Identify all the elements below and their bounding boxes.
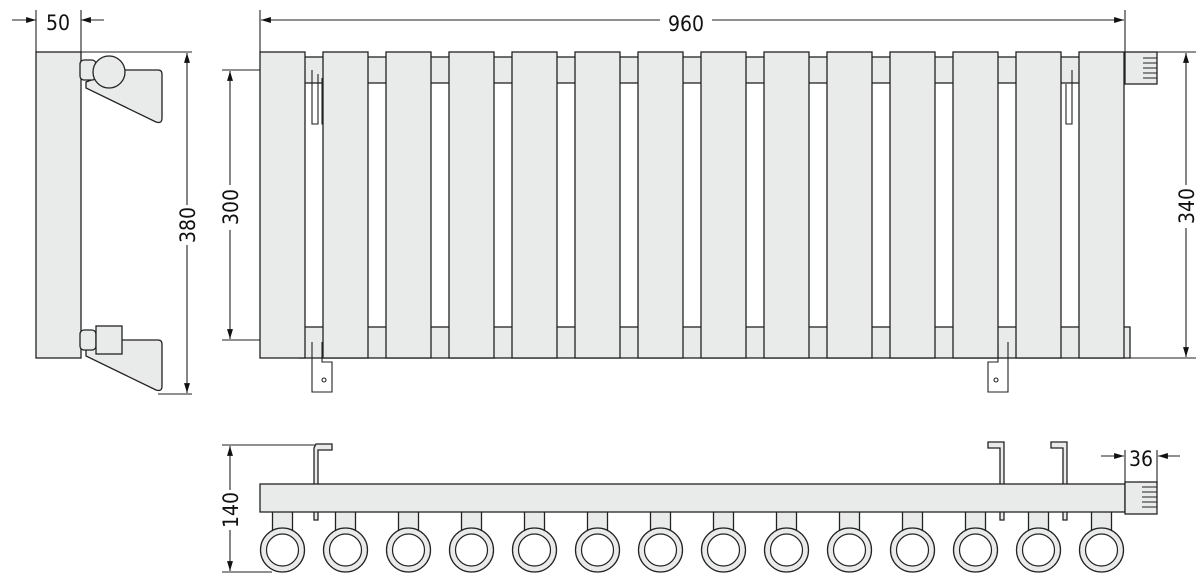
side-view: 50 380 (12, 10, 200, 395)
top-bracket (79, 55, 163, 124)
valve-front (1124, 51, 1158, 85)
connection-ring (259, 509, 306, 573)
connection-ring (700, 509, 747, 573)
radiator-panel (322, 51, 369, 359)
dim-axis-distance: 300 (219, 189, 243, 225)
connection-ring (1015, 509, 1062, 573)
radiator-panel (763, 51, 810, 359)
dim-side-depth: 50 (46, 11, 70, 35)
dim-side-height: 380 (176, 207, 200, 243)
dim-total-width: 960 (668, 12, 704, 36)
connection-ring (637, 509, 684, 573)
radiator-panel (826, 51, 873, 359)
connection-ring (322, 509, 369, 573)
connection-ring (826, 509, 873, 573)
connection-ring (574, 509, 621, 573)
bottom-view: 140 36 (219, 441, 1180, 573)
dim-bottom-depth: 140 (219, 492, 243, 528)
connection-stubs (259, 509, 1125, 573)
radiator-panel (511, 51, 558, 359)
radiator-panel (637, 51, 684, 359)
radiator-panel (385, 51, 432, 359)
bottom-bracket (79, 325, 163, 392)
dim-valve-length: 36 (1129, 447, 1153, 471)
connection-ring (952, 509, 999, 573)
valve-bottom (1124, 481, 1158, 515)
connection-ring (763, 509, 810, 573)
radiator-panel (259, 51, 306, 359)
radiator-panel (1078, 51, 1125, 359)
connection-ring (511, 509, 558, 573)
radiator-panel (1015, 51, 1062, 359)
radiator-panel (952, 51, 999, 359)
connection-ring (889, 509, 936, 573)
front-view: 960 300 340 (219, 10, 1199, 393)
radiator-panel (889, 51, 936, 359)
radiator-panel (700, 51, 747, 359)
front-panels (259, 51, 1125, 359)
radiator-panel (574, 51, 621, 359)
connection-ring (385, 509, 432, 573)
connection-ring (448, 509, 495, 573)
radiator-panel (448, 51, 495, 359)
connection-ring (1078, 509, 1125, 573)
dim-total-height: 340 (1175, 188, 1199, 224)
